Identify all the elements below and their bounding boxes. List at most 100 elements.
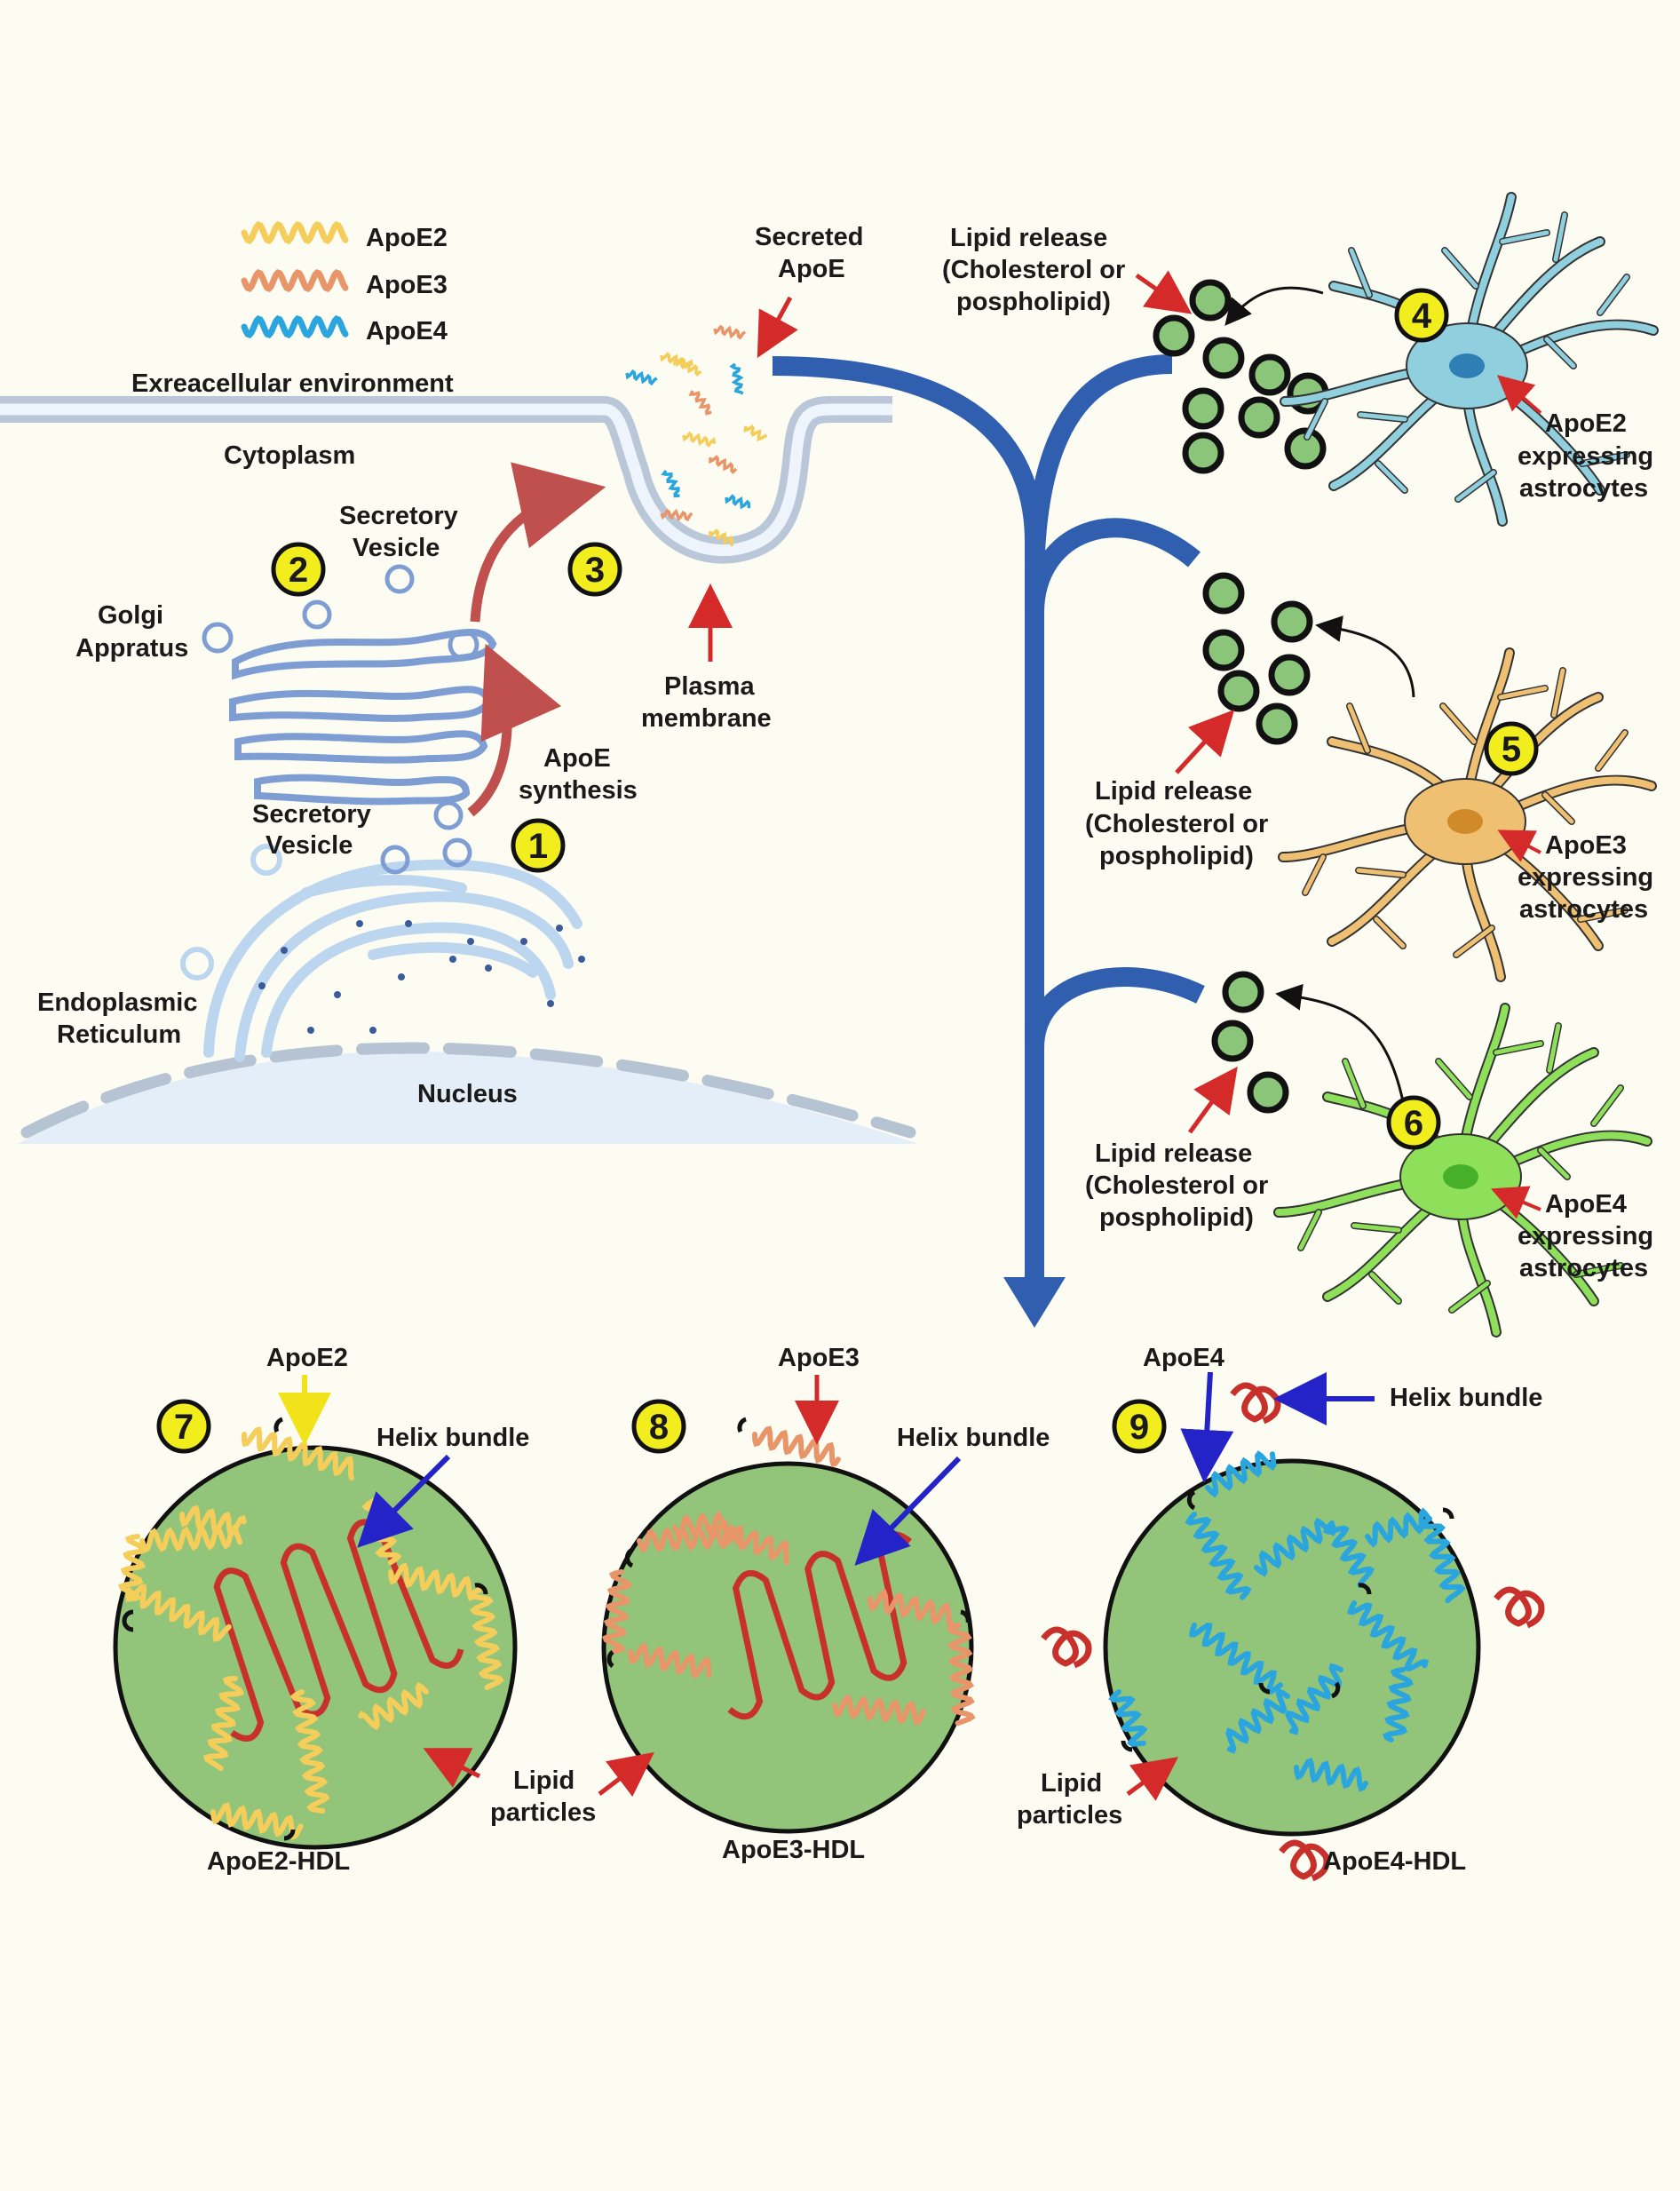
arrow-lipid-particles-1 [423,1748,481,1789]
astro1-label-1: ApoE2 [1545,409,1627,438]
arrow-lipid-release-1 [1135,270,1193,314]
arrow-astro2 [1497,830,1541,862]
plasma-membrane-inner [0,403,892,557]
apoe-helix [241,1426,354,1481]
lipid-droplet [1268,654,1311,696]
pathway-branch-top [1025,354,1173,587]
lipid-droplet [1222,971,1264,1013]
secreted-apoe-helix [682,431,717,448]
lipid-particles-1-line1: Lipid [513,1766,575,1795]
step-badge-1: 1 [511,818,566,873]
nuclear-envelope [20,1042,916,1139]
secreted-apoe-helix [673,357,702,377]
apoe-helix [467,1587,504,1690]
arrow-hdl9-apoe [1180,1371,1234,1483]
secreted-apoe-helix [729,362,744,395]
arrow-astro3-release [1275,983,1405,1102]
lipid-release-3-line1: Lipid release [1095,1139,1252,1168]
arrow-lipid-release-3 [1187,1066,1238,1134]
lipid-droplet [1202,337,1245,379]
legend-apoe2-label: ApoE2 [366,224,448,252]
hdl9-apoe-label: ApoE4 [1143,1344,1224,1372]
apoe-helix [289,1689,330,1814]
arrow-lipid-particles-3 [1126,1757,1179,1801]
secreted-apoe-helix [725,494,751,510]
secreted-apoe-helices [625,324,768,547]
helix-bundle [1230,1382,1281,1425]
hdl-labels: ApoE2 Helix bundle ApoE2-HDL ApoE3 Helix… [207,1344,1542,1876]
lipid-release-1-line1: Lipid release [950,224,1107,252]
plasma-membrane-label-line2: membrane [641,704,772,733]
astro3-label-2: expressing [1518,1222,1653,1250]
helix-bundle [1041,1626,1092,1669]
apoe-helix [707,1520,790,1566]
apoe-helix [832,1694,926,1727]
apoe-helix [1418,1516,1466,1604]
arrow-secreted-apoe [757,296,798,359]
apoe-helix [1294,1758,1368,1792]
step-number: 4 [1412,297,1432,336]
secreted-apoe-line2: ApoE [778,255,845,283]
pathway-branch-middle [1025,518,1201,614]
secreted-apoe-line1: Secreted [755,223,864,251]
er-label-line2: Reticulum [57,1020,181,1049]
apoe-helix [358,1681,429,1731]
step-badge-9: 9 [1112,1399,1167,1454]
lipid-droplets [1153,279,1329,1114]
lipid-particles-2-line1: Lipid [1041,1769,1102,1798]
legend-apoe2-helix [241,221,349,244]
plasma-membrane-label-line1: Plasma [664,672,755,701]
nucleus [18,1052,919,1144]
helix-bundle [1279,1839,1330,1882]
er-label-line1: Endoplasmic [37,988,198,1017]
lipid-droplet [1248,353,1291,396]
vesicle-top-label-line2: Vesicle [353,534,440,562]
apoe-helix [752,1425,841,1468]
lipid-droplet [1202,572,1245,615]
secreted-apoe-helix [709,528,734,547]
lipid-release-2-line3: pospholipid) [1099,842,1254,870]
golgi-apparatus [202,564,497,806]
apoe-helix [1322,1520,1375,1588]
step-number: 3 [585,551,605,590]
arrow-hdl8-helix [854,1456,962,1566]
legend-apoe4-helix [241,315,349,338]
astro2-label-3: astrocytes [1519,895,1648,924]
vesicle-bottom-label-line2: Vesicle [265,831,353,860]
cell-section: Nucleus Exreacellular environment Cytopl… [0,223,919,1144]
step-number: 9 [1129,1408,1149,1447]
secreted-apoe-helix [625,369,658,386]
astrocyte-3 [1273,1003,1652,1338]
golgi-label-line1: Golgi [98,601,163,630]
arrow-astro3 [1490,1186,1541,1219]
legend-apoe4-label: ApoE4 [366,317,448,345]
lipid-release-3-line2: (Cholesterol or [1085,1171,1268,1200]
lipid-release-2-line1: Lipid release [1095,777,1252,806]
arrow-lipid-particles-2 [598,1751,654,1798]
hdl-apoe3 [601,1417,976,1834]
lipid-droplet [1182,432,1224,474]
lipid-droplet [1256,703,1298,745]
apoe-helix [637,1524,741,1553]
lipid-release-labels: Lipid release (Cholesterol or pospholipi… [942,224,1268,1232]
lipid-droplet [1153,314,1195,357]
legend-apoe3-helix [241,269,349,292]
apoe-synthesis-line2: synthesis [519,776,638,805]
apoe-helix [672,1511,732,1540]
apoe-helix [628,1642,712,1679]
apoe-helix [1189,1622,1283,1695]
astro1-label-2: expressing [1518,442,1653,471]
apoe-helix [601,1569,633,1655]
lipid-release-2-line2: (Cholesterol or [1085,810,1268,838]
legend: ApoE2 ApoE3 ApoE4 [241,221,448,345]
step-number: 7 [174,1408,194,1447]
step-badge-4: 4 [1394,288,1449,343]
apoe-helix [1108,1689,1148,1747]
step-badge-7: 7 [156,1399,211,1454]
lipid-release-1-line3: pospholipid) [956,288,1111,316]
hdl-apoe4 [1041,1382,1545,1882]
pathway-main [772,356,1044,1288]
step-badge-6: 6 [1386,1095,1441,1150]
nucleus-label: Nucleus [417,1080,518,1108]
